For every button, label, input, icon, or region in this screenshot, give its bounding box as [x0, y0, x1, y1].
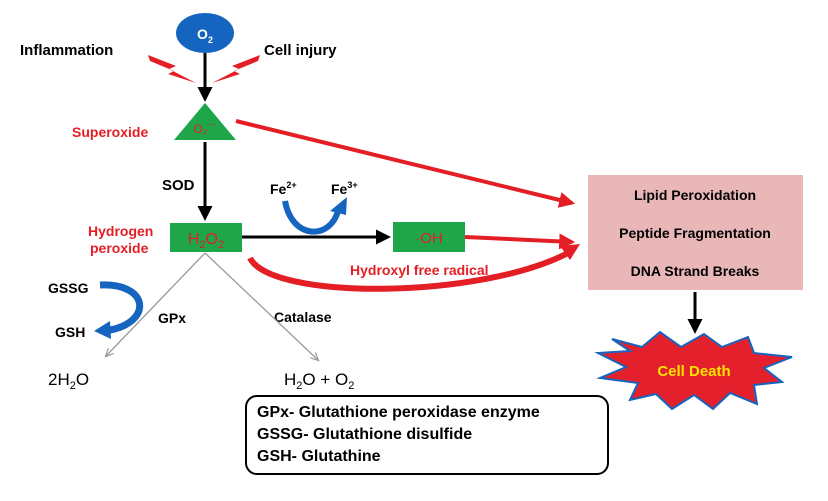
superoxide-label: Superoxide [72, 124, 148, 140]
cell-death-burst-icon [594, 330, 793, 411]
legend-item: GPx- Glutathione peroxidase enzyme [257, 404, 540, 421]
superoxide-symbol: O₂·− [193, 120, 215, 136]
glutathione-arrowhead-icon [94, 321, 111, 339]
fe3-label: Fe3+ [331, 180, 358, 197]
fenton-curve-arrow [282, 200, 341, 235]
hydrogen-label: Hydrogen [88, 223, 153, 239]
catalase-label: Catalase [274, 309, 332, 325]
gsh-label: GSH [55, 324, 85, 340]
hydroxyl-node [393, 222, 465, 252]
arrow-h2o2-to-h2o-o2 [204, 252, 318, 360]
fenton-arrowhead-icon [330, 197, 347, 215]
arrow-h2o2-to-water [106, 252, 206, 356]
superoxide-node [174, 103, 236, 140]
cell-injury-bolt-icon [212, 55, 260, 83]
legend-item: GSSG- Glutathione disulfide [257, 426, 473, 443]
hydroxyl-radical-label: Hydroxyl free radical [350, 262, 489, 278]
arrow-superoxide-to-damage [235, 119, 576, 208]
damage-box [588, 175, 803, 290]
legend-item: GSH- Glutathine [257, 448, 381, 465]
damage-item: Lipid Peroxidation [634, 187, 756, 203]
arrow-hydroxyl-to-damage [464, 233, 576, 250]
oxygen-label: O2 [197, 26, 213, 45]
h2o2-label: H2O2 [188, 231, 224, 251]
sod-label: SOD [162, 177, 195, 194]
h2o2-curve-to-damage [247, 249, 572, 292]
water-product: 2H2O [48, 370, 89, 392]
abbreviation-legend: GPx- Glutathione peroxidase enzyme GSSG-… [245, 395, 609, 475]
inflammation-label: Inflammation [20, 42, 113, 59]
peroxide-label: peroxide [90, 240, 149, 256]
inflammation-bolt-icon [148, 55, 196, 83]
damage-item: DNA Strand Breaks [631, 263, 760, 279]
curve-arrowhead-icon [560, 244, 580, 260]
oxygen-node [176, 13, 234, 53]
fe2-label: Fe2+ [270, 180, 297, 197]
gssg-label: GSSG [48, 280, 89, 296]
cell-injury-label: Cell injury [264, 42, 337, 59]
hydroxyl-symbol: ·OH [415, 230, 443, 247]
damage-item: Peptide Fragmentation [619, 225, 771, 241]
gpx-label: GPx [158, 310, 186, 326]
h2o-o2-product: H2O + O2 [284, 370, 354, 392]
cell-death-label: Cell Death [657, 363, 730, 380]
glutathione-curve-arrow [99, 281, 143, 334]
h2o2-node [170, 223, 242, 252]
